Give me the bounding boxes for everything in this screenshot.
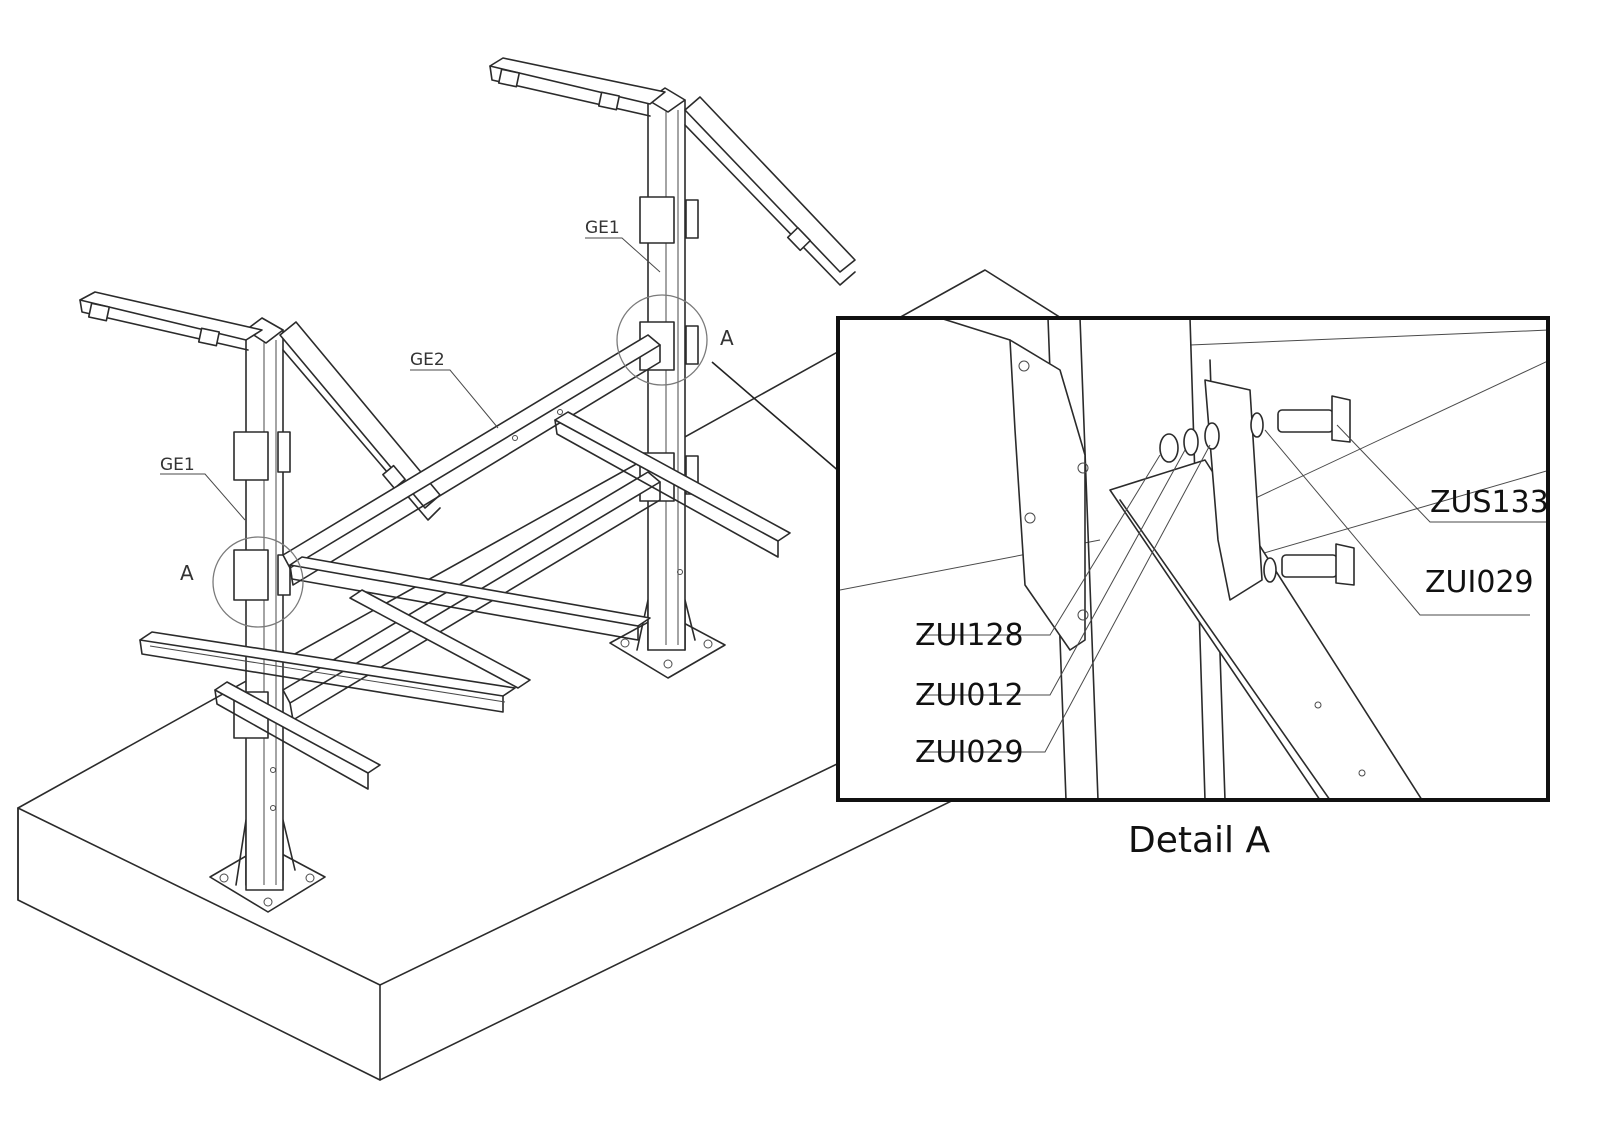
detail-circle-left (212, 536, 304, 628)
label-ge2: GE2 (410, 350, 445, 370)
horizontal-beams (139, 334, 791, 790)
part-zui029-right: ZUI029 (1425, 565, 1534, 600)
part-zui128: ZUI128 (915, 618, 1024, 653)
label-ge1-right: GE1 (585, 218, 620, 238)
left-top-arm (79, 291, 441, 521)
part-zui029-left: ZUI029 (915, 735, 1024, 770)
detail-a-panel (836, 316, 1550, 802)
label-a-right: A (720, 326, 734, 350)
detail-circle-right (616, 294, 708, 386)
label-a-left: A (180, 561, 194, 585)
part-zus133: ZUS133 (1430, 485, 1549, 520)
right-top-arm (489, 57, 856, 286)
label-ge1-left: GE1 (160, 455, 195, 475)
part-zui012: ZUI012 (915, 678, 1024, 713)
detail-title: Detail A (1128, 820, 1270, 861)
left-post (209, 317, 326, 913)
